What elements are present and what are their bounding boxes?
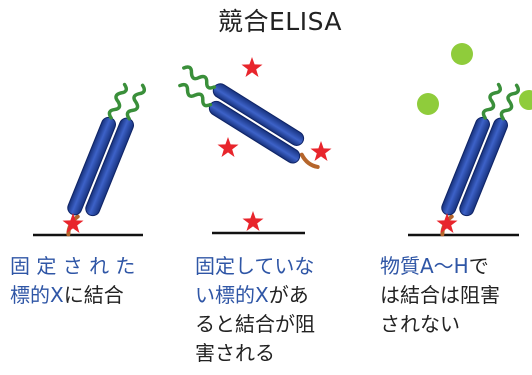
free-target-star-b <box>217 137 239 157</box>
panel-3-caption: 物質A〜Hで は結合は阻害 されない <box>380 252 532 339</box>
panel-1-illustration <box>33 74 152 244</box>
panel-2-caption-rest: があ ると結合が阻 害される <box>195 283 315 365</box>
panel-3-caption-rest: で は結合は阻害 されない <box>380 254 500 336</box>
panel-2-caption-highlight: 固定していな い標的X <box>195 254 315 307</box>
free-target-star-c <box>310 141 332 161</box>
labeled-target-star-3 <box>436 213 458 233</box>
labeled-target-star-1 <box>62 213 84 233</box>
panel-1-caption-rest: に結合 <box>63 283 124 307</box>
diagram-title: 競合ELISA <box>218 7 343 36</box>
panel-3-caption-highlight: 物質A〜H <box>380 254 469 278</box>
fixed-target-star-2 <box>242 211 264 231</box>
free-target-star-a <box>241 57 263 77</box>
substance-dot-a <box>451 43 473 65</box>
panel-3-illustration <box>408 43 532 244</box>
antibody-2 <box>169 60 331 179</box>
substance-dot-c <box>519 90 532 110</box>
panel-2-caption: 固定していな い標的Xがあ ると結合が阻 害される <box>195 252 355 368</box>
substance-dot-b <box>417 93 439 115</box>
panel-1-caption-highlight: 固 定 さ れ た 標的X <box>10 254 136 307</box>
panel-2-illustration <box>169 57 332 235</box>
panel-1-caption: 固 定 さ れ た 標的Xに結合 <box>10 252 160 310</box>
